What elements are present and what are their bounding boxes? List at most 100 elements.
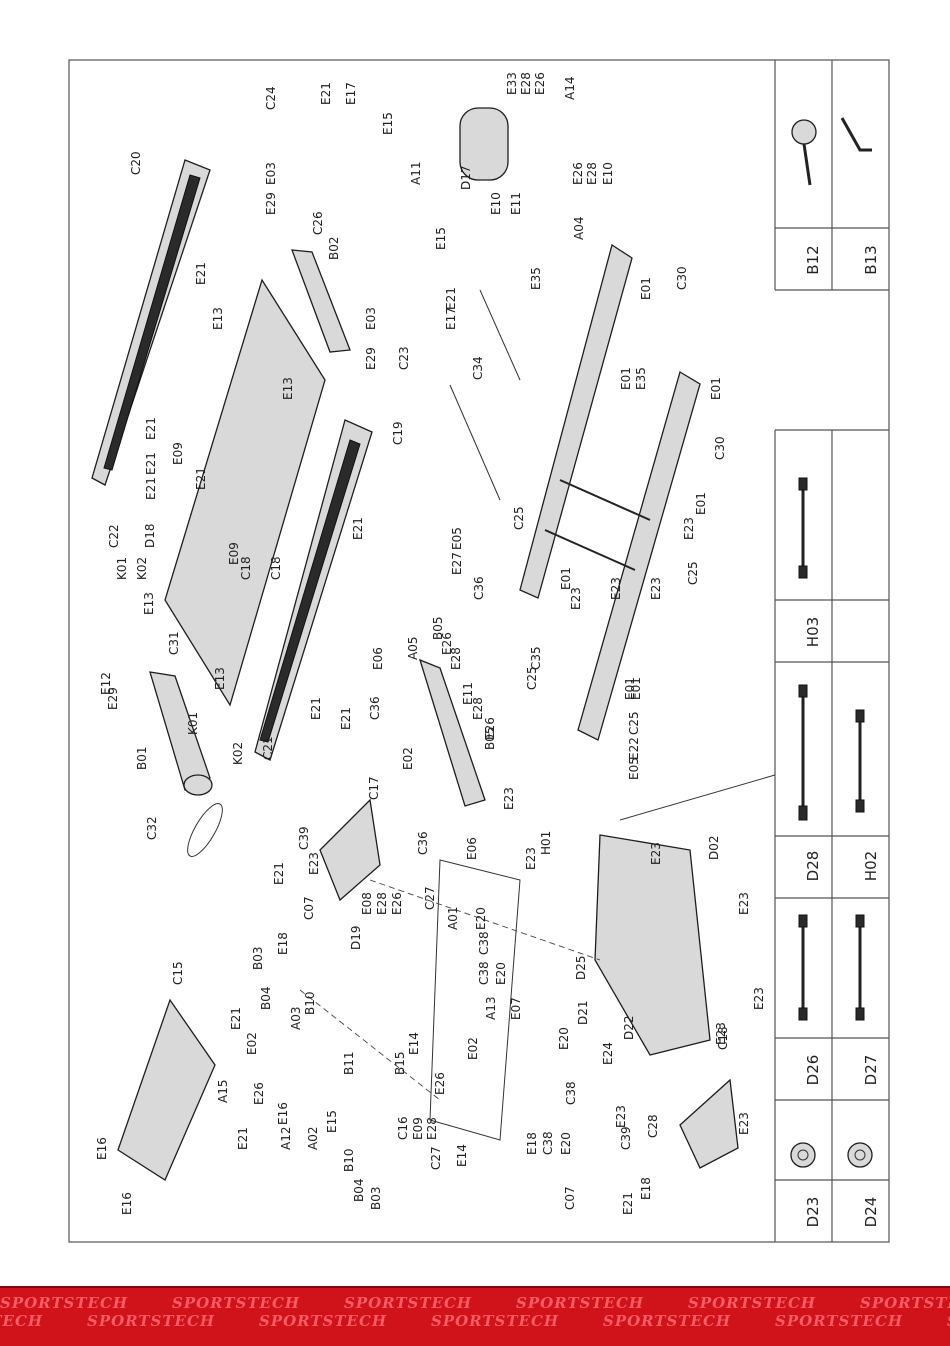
part-label: E09: [411, 1117, 425, 1140]
part-label: A05: [406, 637, 420, 660]
part-label: B05: [483, 726, 497, 750]
cable-icon: [855, 914, 865, 1021]
part-label: C18: [239, 556, 253, 580]
part-label: C39: [297, 826, 311, 850]
bushing-icon: [790, 1142, 816, 1168]
part-label: C23: [397, 346, 411, 370]
brand-watermark: SPORTSTECH: [0, 1294, 129, 1312]
part-label: C19: [391, 421, 405, 445]
part-label: E35: [529, 267, 543, 290]
part-label: E26: [433, 1072, 447, 1095]
part-label: A02: [306, 1127, 320, 1150]
part-label: E21: [444, 287, 458, 310]
part-label: E26: [390, 892, 404, 915]
part-label: E11: [509, 192, 523, 215]
part-label: E01: [619, 367, 633, 390]
part-label: E21: [272, 862, 286, 885]
part-label: D17: [459, 165, 473, 190]
legend-code-label: B12: [804, 245, 822, 274]
brand-watermark: SPORTSTECH: [259, 1312, 388, 1330]
legend-code-label: D28: [804, 851, 822, 882]
part-label: D18: [143, 523, 157, 548]
part-label: C25: [686, 561, 700, 585]
part-label: B03: [251, 946, 265, 970]
part-label: C36: [416, 831, 430, 855]
cable-icon: [798, 477, 808, 579]
part-label: C18: [269, 556, 283, 580]
part-label: B04: [352, 1178, 366, 1202]
part-label: D02: [707, 835, 721, 860]
part-label: C30: [713, 436, 727, 460]
part-label: C28: [646, 1114, 660, 1138]
part-label: E01: [709, 377, 723, 400]
part-label: A11: [409, 162, 423, 185]
part-label: E21: [319, 82, 333, 105]
part-label: E21: [621, 1192, 635, 1215]
part-label: E05: [450, 527, 464, 550]
legend-code-label: D24: [862, 1197, 880, 1228]
part-label: E20: [557, 1027, 571, 1050]
brand-watermark: SPORTSTECH: [431, 1312, 560, 1330]
legend-code-label: D23: [804, 1197, 822, 1228]
part-label: E28: [375, 892, 389, 915]
brand-watermark: SPORTSTECH: [860, 1294, 950, 1312]
cable-icon: [855, 709, 865, 813]
part-label: E21: [351, 517, 365, 540]
part-label: H01: [539, 831, 553, 855]
part-label: C25: [512, 506, 526, 530]
brand-watermark: SPORTSTECH: [775, 1312, 904, 1330]
part-label: A03: [289, 1007, 303, 1030]
allen-key-icon: [840, 117, 872, 152]
part-label: E17: [344, 82, 358, 105]
part-label: E01: [623, 677, 637, 700]
part-label: E06: [465, 837, 479, 860]
part-label: E06: [371, 647, 385, 670]
part-label: D19: [349, 925, 363, 950]
part-label: C25: [627, 711, 641, 735]
part-label: E28: [471, 697, 485, 720]
part-label: E21: [309, 697, 323, 720]
part-label: E20: [494, 962, 508, 985]
part-label: E10: [489, 192, 503, 215]
part-label: E05: [627, 757, 641, 780]
part-label: E21: [144, 417, 158, 440]
part-label: E28: [585, 162, 599, 185]
wrench-icon: [791, 119, 817, 186]
part-label: C39: [619, 1126, 633, 1150]
part-label: E23: [307, 852, 321, 875]
motor: [459, 107, 509, 181]
part-label: E22: [627, 737, 641, 760]
part-label: E18: [276, 932, 290, 955]
brand-watermark: SPORTSTECH: [0, 1312, 44, 1330]
part-label: E01: [639, 277, 653, 300]
part-label: E23: [614, 1105, 628, 1128]
part-label: C25: [525, 666, 539, 690]
part-label: B04: [259, 986, 273, 1010]
part-label: E08: [360, 892, 374, 915]
legend-code-label: H03: [804, 617, 822, 647]
belt: [187, 803, 223, 857]
part-label: C27: [423, 886, 437, 910]
part-label: E16: [120, 1192, 134, 1215]
running-deck: [164, 278, 326, 707]
part-label: K01: [186, 712, 200, 735]
part-label: B05: [431, 616, 445, 640]
part-label: K01: [115, 557, 129, 580]
part-label: D25: [574, 955, 588, 980]
part-label: B02: [327, 236, 341, 260]
part-label: E23: [737, 892, 751, 915]
part-label: E16: [276, 1102, 290, 1125]
console: [117, 998, 216, 1181]
part-label: E35: [634, 367, 648, 390]
part-label: E01: [559, 567, 573, 590]
part-label: B10: [303, 991, 317, 1015]
part-label: E23: [682, 517, 696, 540]
part-label: C27: [429, 1146, 443, 1170]
part-label: C30: [675, 266, 689, 290]
part-label: C36: [368, 696, 382, 720]
part-label: E23: [524, 847, 538, 870]
part-label: E13: [281, 377, 295, 400]
part-label: E14: [407, 1032, 421, 1055]
